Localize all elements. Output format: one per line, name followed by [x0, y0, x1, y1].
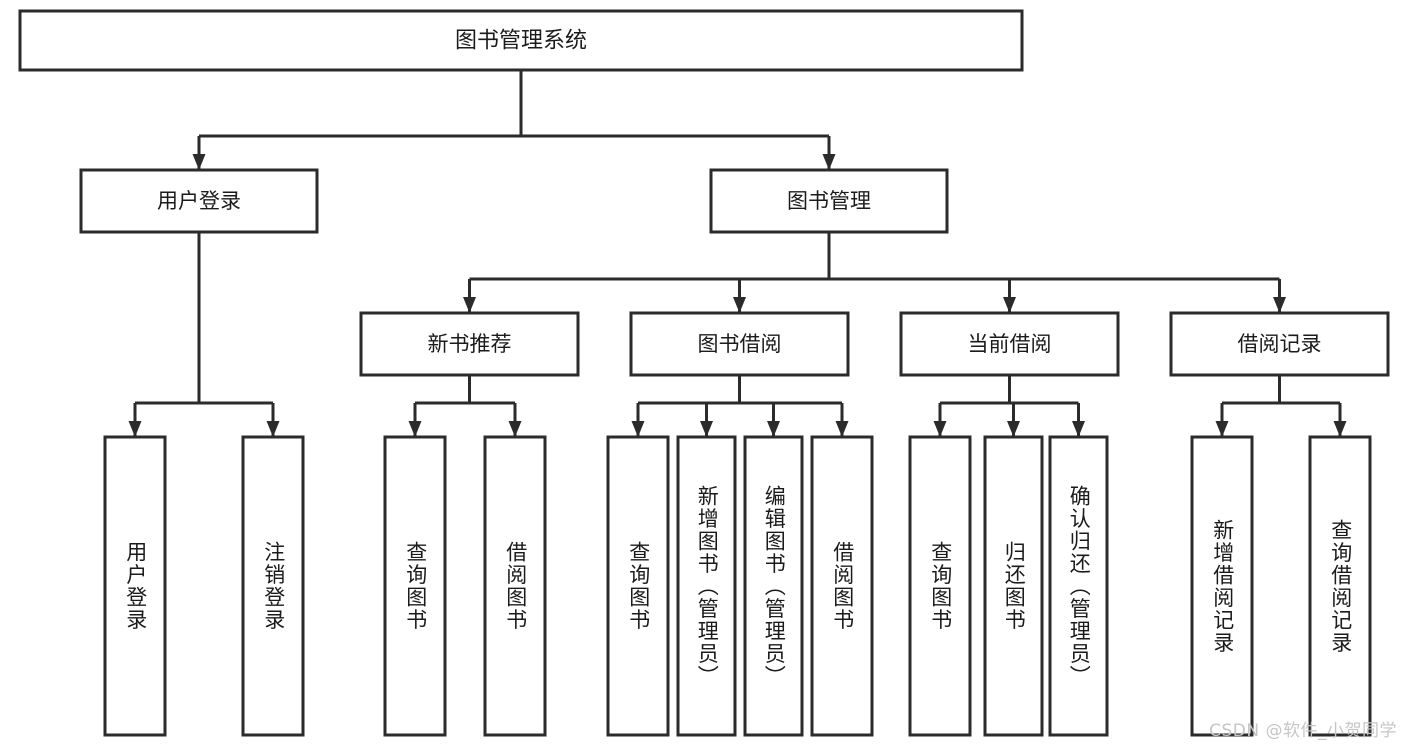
- node-box-new-book-rec[interactable]: [359, 311, 580, 377]
- arrow-head-book-borrow: [733, 297, 746, 313]
- node-box-current-borrow[interactable]: [899, 311, 1120, 377]
- node-box-leaf-user-logout[interactable]: [241, 435, 305, 737]
- arrow-head-book-manage: [822, 154, 836, 170]
- arrow-head-leaf-rec-add: [1215, 421, 1229, 437]
- node-box-leaf-cur-query[interactable]: [908, 435, 972, 737]
- arrow-head-borrow-record: [1273, 297, 1286, 313]
- arrow-head-leaf-cur-query: [933, 421, 947, 437]
- node-box-leaf-borrow-edit[interactable]: [743, 435, 804, 737]
- connectors-layer: [128, 70, 1347, 437]
- arrow-head-new-book-rec: [463, 297, 476, 313]
- node-box-leaf-rec-query2[interactable]: [1308, 435, 1372, 737]
- node-box-leaf-rec-query[interactable]: [383, 435, 447, 737]
- node-box-book-borrow[interactable]: [629, 311, 850, 377]
- arrow-head-leaf-borrow-do: [835, 421, 849, 437]
- node-label-user-login: 用户登录: [157, 189, 241, 213]
- node-label-current-borrow: 当前借阅: [968, 332, 1052, 356]
- node-box-leaf-cur-confirm[interactable]: [1048, 435, 1109, 737]
- boxes-layer: [18, 9, 1390, 737]
- node-box-leaf-user-login[interactable]: [103, 435, 167, 737]
- node-box-user-login[interactable]: [79, 168, 319, 234]
- arrow-head-leaf-borrow-query: [631, 421, 645, 437]
- arrow-head-leaf-borrow-edit: [767, 421, 780, 437]
- arrow-head-leaf-rec-query2: [1333, 421, 1347, 437]
- node-label-root: 图书管理系统: [455, 29, 587, 54]
- node-box-leaf-borrow-query[interactable]: [606, 435, 670, 737]
- node-label-borrow-record: 借阅记录: [1238, 332, 1322, 356]
- arrow-head-leaf-cur-confirm: [1072, 421, 1085, 437]
- arrow-head-leaf-rec-borrow: [508, 421, 522, 437]
- arrow-head-leaf-borrow-add: [700, 421, 713, 437]
- node-box-leaf-cur-return[interactable]: [983, 435, 1044, 737]
- node-label-new-book-rec: 新书推荐: [428, 332, 512, 356]
- arrow-head-current-borrow: [1003, 297, 1016, 313]
- node-label-book-manage: 图书管理: [787, 189, 871, 213]
- node-box-leaf-borrow-do[interactable]: [810, 435, 874, 737]
- arrow-head-user-login: [192, 154, 206, 170]
- arrow-head-leaf-user-login: [128, 421, 142, 437]
- node-label-book-borrow: 图书借阅: [698, 332, 782, 356]
- arrow-head-leaf-user-logout: [266, 421, 280, 437]
- watermark-text: CSDN @软件_小贺同学: [1209, 721, 1397, 741]
- arrow-head-leaf-rec-query: [408, 421, 422, 437]
- arrow-head-leaf-cur-return: [1007, 421, 1020, 437]
- node-box-borrow-record[interactable]: [1169, 311, 1390, 377]
- node-box-root[interactable]: [18, 9, 1024, 72]
- node-box-book-manage[interactable]: [709, 168, 949, 234]
- node-box-leaf-borrow-add[interactable]: [676, 435, 737, 737]
- node-box-leaf-rec-add[interactable]: [1190, 435, 1254, 737]
- node-box-leaf-rec-borrow[interactable]: [483, 435, 547, 737]
